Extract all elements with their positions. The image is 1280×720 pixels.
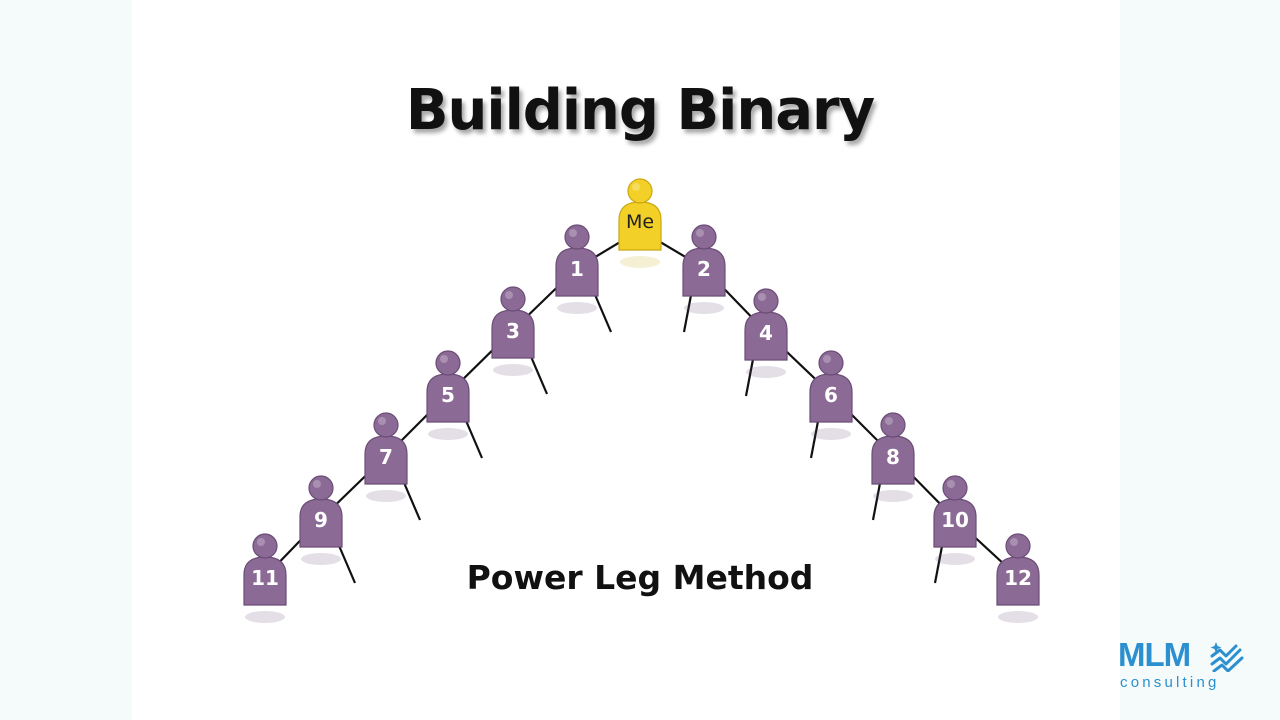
member-number: 9 xyxy=(314,508,328,532)
figure-head xyxy=(880,412,906,438)
right-leg-member: 8 xyxy=(871,412,915,502)
right-leg-member: 6 xyxy=(809,350,853,440)
member-number: Me xyxy=(626,211,654,233)
member-number: 8 xyxy=(886,445,900,469)
right-leg-member: 4 xyxy=(744,288,788,378)
member-number: 10 xyxy=(941,508,969,532)
connector-lines xyxy=(264,229,1019,584)
figure-head xyxy=(753,288,779,314)
member-number: 12 xyxy=(1004,566,1032,590)
left-leg-member: 5 xyxy=(426,350,470,440)
right-leg-member: 12 xyxy=(996,533,1040,623)
diagram-caption: Power Leg Method xyxy=(466,558,814,597)
left-leg-member: 1 xyxy=(555,224,599,314)
figure-head xyxy=(564,224,590,250)
open-position-stub xyxy=(335,540,357,584)
member-number: 11 xyxy=(251,566,279,590)
figure-head xyxy=(308,475,334,501)
figure-head xyxy=(252,533,278,559)
figure-head xyxy=(818,350,844,376)
member-number: 6 xyxy=(824,383,838,407)
root-member-me: Me xyxy=(618,178,662,268)
member-number: 2 xyxy=(697,257,711,281)
open-position-stub xyxy=(527,351,549,395)
member-number: 7 xyxy=(379,445,393,469)
left-leg-member: 11 xyxy=(243,533,287,623)
open-position-stub xyxy=(462,415,484,459)
sparkle-wave-icon xyxy=(1210,642,1244,672)
figure-head xyxy=(627,178,653,204)
logo-name: MLM xyxy=(1118,636,1191,673)
open-position-stub xyxy=(744,353,756,397)
open-position-stub xyxy=(682,289,694,333)
logo-tagline: consulting xyxy=(1120,674,1220,691)
slide-title: Building Binary xyxy=(405,78,875,143)
figure-head xyxy=(1005,533,1031,559)
left-leg-member: 3 xyxy=(491,286,535,376)
open-position-stub xyxy=(809,415,821,459)
member-number: 5 xyxy=(441,383,455,407)
member-number: 1 xyxy=(570,257,584,281)
figure-head xyxy=(691,224,717,250)
open-position-stub xyxy=(871,477,883,521)
left-leg-member: 7 xyxy=(364,412,408,502)
left-leg-member: 9 xyxy=(299,475,343,565)
figure-head xyxy=(500,286,526,312)
figure-head xyxy=(435,350,461,376)
right-leg-member: 2 xyxy=(682,224,726,314)
slide-background xyxy=(132,0,1120,720)
open-position-stub xyxy=(933,540,945,584)
open-position-stub xyxy=(591,289,613,333)
brand-logo: MLM consulting xyxy=(1116,634,1246,694)
member-number: 3 xyxy=(506,319,520,343)
member-nodes: Me 1 3 5 7 9 11 2 4 6 8 10 12 xyxy=(243,178,1040,623)
member-number: 4 xyxy=(759,321,773,345)
open-position-stub xyxy=(400,477,422,521)
figure-head xyxy=(942,475,968,501)
figure-head xyxy=(373,412,399,438)
right-leg-member: 10 xyxy=(933,475,977,565)
